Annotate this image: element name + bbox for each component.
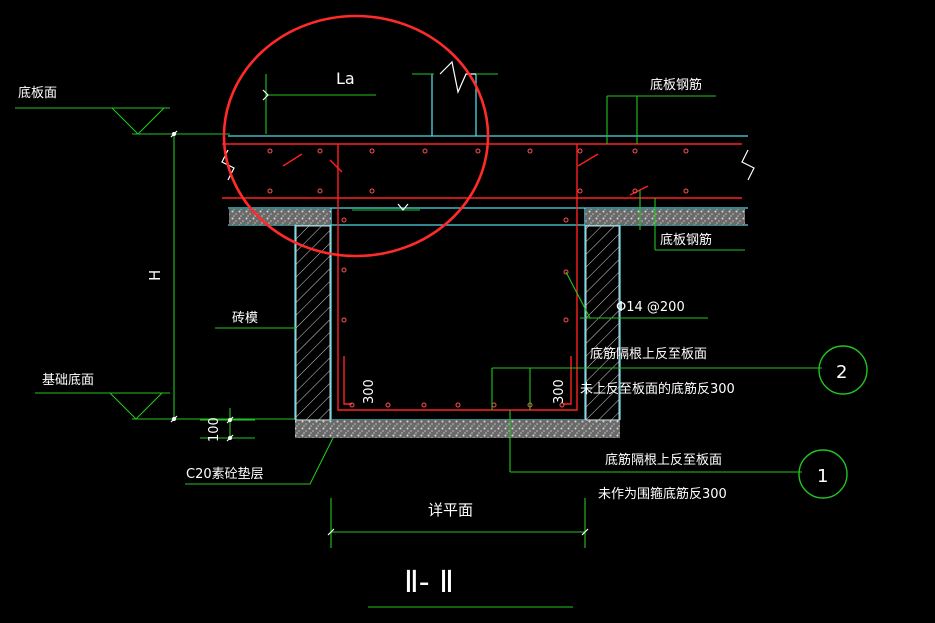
label-height: H xyxy=(146,270,164,281)
leader-lines xyxy=(15,73,822,608)
label-slab-surface: 底板面 xyxy=(18,85,57,101)
leader-dots xyxy=(172,132,232,440)
section-title: Ⅱ- Ⅱ xyxy=(404,565,454,600)
label-note1-line2: 未作为围箍底筋反300 xyxy=(598,486,727,502)
label-anchor-length: La xyxy=(336,69,355,88)
label-cushion-thickness: 100 xyxy=(207,417,222,442)
label-slab-rebar-top: 底板钢筋 xyxy=(650,77,702,93)
label-note1-line1: 底筋隔根上反至板面 xyxy=(605,452,722,468)
label-slab-rebar-bottom: 底板钢筋 xyxy=(660,232,712,248)
callout-2-label: 2 xyxy=(836,362,847,383)
label-bend-left: 300 xyxy=(362,379,377,404)
callout-2-circle xyxy=(818,345,868,395)
label-cushion: C20素砼垫层 xyxy=(186,466,264,482)
callout-1-circle xyxy=(798,449,848,499)
label-detail-plan: 详平面 xyxy=(428,501,473,519)
callout-1-label: 1 xyxy=(817,466,828,487)
label-brick-form: 砖模 xyxy=(232,311,258,326)
label-foundation-bottom: 基础底面 xyxy=(42,372,94,388)
label-rebar-spec: Φ14 @200 xyxy=(616,300,685,315)
highlight-circle xyxy=(222,14,490,258)
label-note2-line2: 未上反至板面的底筋反300 xyxy=(580,381,735,397)
brick-form-hatch xyxy=(295,225,620,421)
rebar-dots xyxy=(267,148,689,408)
label-note2-line1: 底筋隔根上反至板面 xyxy=(590,346,707,362)
label-bend-right: 300 xyxy=(552,379,567,404)
